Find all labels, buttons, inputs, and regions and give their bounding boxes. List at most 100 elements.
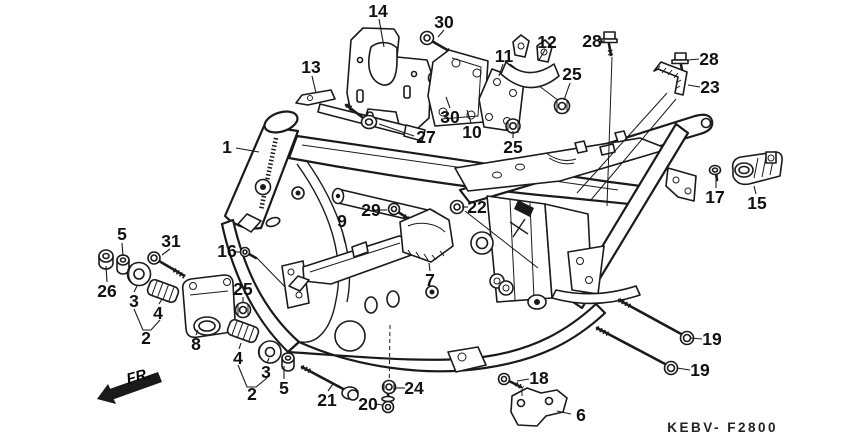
callout-leader-5a: [121, 242, 124, 257]
callout-11: 11: [495, 46, 514, 66]
callout-leader-2b: [237, 364, 268, 388]
callout-7: 7: [425, 270, 435, 290]
callout-28a: 28: [582, 31, 602, 51]
head-tube: [223, 124, 300, 230]
part-23-hook: [653, 61, 688, 96]
callout-23: 23: [700, 77, 720, 97]
callout-4b: 4: [233, 348, 243, 368]
part-20-bolt: [381, 393, 395, 414]
callout-10: 10: [462, 122, 482, 142]
callout-leader-30b: [445, 96, 451, 109]
part-5-bushing-b: [281, 352, 295, 372]
part-16-screw: [239, 246, 258, 260]
callout-leader-13: [311, 75, 317, 94]
fr-direction-marker: FR.: [97, 365, 162, 404]
callout-15: 15: [747, 193, 767, 213]
callout-9: 9: [337, 211, 347, 231]
part-28-bolt-a: [600, 31, 618, 58]
callout-1: 1: [222, 137, 232, 157]
engine-stub-b: [386, 290, 400, 308]
callout-leader-27: [378, 123, 415, 137]
callout-leader-7: [428, 262, 431, 272]
callout-21: 21: [317, 390, 337, 410]
part-17-screw: [708, 164, 722, 182]
part-8-bracket: [181, 274, 236, 339]
head-tube-top: [263, 110, 299, 134]
callout-leader-1: [235, 147, 260, 153]
callout-3a: 3: [129, 291, 139, 311]
callout-28b: 28: [699, 49, 719, 69]
callout-leader-8: [195, 329, 199, 336]
part-29-bolt: [387, 202, 412, 222]
seat-rail-eye: [700, 117, 712, 129]
fr-label: FR.: [125, 365, 153, 388]
callout-2a: 2: [141, 328, 151, 348]
engine-stub-a: [364, 296, 378, 314]
part-10-plate: [427, 49, 489, 127]
rear-gusset-plate: [567, 245, 605, 295]
part-26-bushing: [98, 249, 114, 270]
callout-6: 6: [576, 405, 586, 425]
callout-2b: 2: [247, 384, 257, 404]
callout-4a: 4: [153, 303, 163, 323]
callout-leader-3b: [266, 357, 270, 364]
fr-arrow-icon: [97, 372, 162, 404]
callout-22: 22: [467, 197, 487, 217]
callout-25b: 25: [503, 137, 523, 157]
callout-leader-10: [466, 109, 472, 124]
callout-16: 16: [217, 241, 237, 261]
steering-stop: [237, 213, 262, 233]
callout-26: 26: [97, 281, 117, 301]
part-14-cutout: [367, 41, 398, 86]
loose-parts: [98, 27, 783, 427]
drawing-code: KEBV- F2800: [667, 420, 778, 435]
part-6-bracket: [510, 387, 568, 427]
callout-leader-21: [327, 383, 334, 392]
callout-13: 13: [301, 57, 321, 77]
callout-5b: 5: [279, 378, 289, 398]
part-21-bolt: [300, 364, 359, 401]
part-27-bolt: [343, 102, 378, 130]
callout-20: 20: [358, 394, 378, 414]
part-18-bolt: [497, 372, 525, 390]
part-25-nut-b: [505, 118, 521, 134]
callout-30b: 30: [440, 107, 460, 127]
callout-18: 18: [529, 368, 549, 388]
callout-layer: 1223344556789101112131415161718191920212…: [97, 1, 767, 425]
pivot-bolt: [514, 200, 534, 217]
callout-5a: 5: [117, 224, 127, 244]
callout-leader-15: [753, 185, 757, 195]
callout-leader-18: [516, 378, 530, 382]
callout-8: 8: [191, 334, 201, 354]
callout-leader-14: [378, 18, 385, 48]
callout-12: 12: [537, 32, 557, 52]
stand-lug: [447, 346, 487, 373]
fender-edge: [545, 152, 577, 165]
part-9-rail: [288, 235, 422, 292]
callout-19a: 19: [702, 329, 722, 349]
callout-leader-11: [498, 63, 504, 77]
part-4-spline-a: [146, 278, 180, 304]
part-3-damper-a: [126, 261, 152, 287]
part-22-nut: [449, 199, 465, 215]
callout-leader-2a: [133, 308, 161, 331]
callout-30a: 30: [434, 12, 454, 32]
callout-24: 24: [404, 378, 424, 398]
callout-leader-12: [538, 49, 546, 61]
callout-leader-25a: [563, 82, 571, 101]
lower-rear-rail: [551, 285, 641, 305]
callout-3b: 3: [261, 362, 271, 382]
callout-25c: 25: [233, 279, 253, 299]
callout-leader-30a: [437, 29, 445, 38]
rear-hanger-bracket: [665, 167, 697, 202]
callout-leader-4a: [158, 298, 163, 305]
part-4-spline-b: [226, 318, 260, 344]
backbone-seam: [301, 144, 619, 191]
pivot-washer-b: [498, 280, 514, 296]
callout-leader-19b: [676, 367, 691, 371]
assembly-lines: [256, 56, 677, 291]
callout-17: 17: [705, 187, 724, 207]
callout-leader-4b: [238, 342, 242, 350]
